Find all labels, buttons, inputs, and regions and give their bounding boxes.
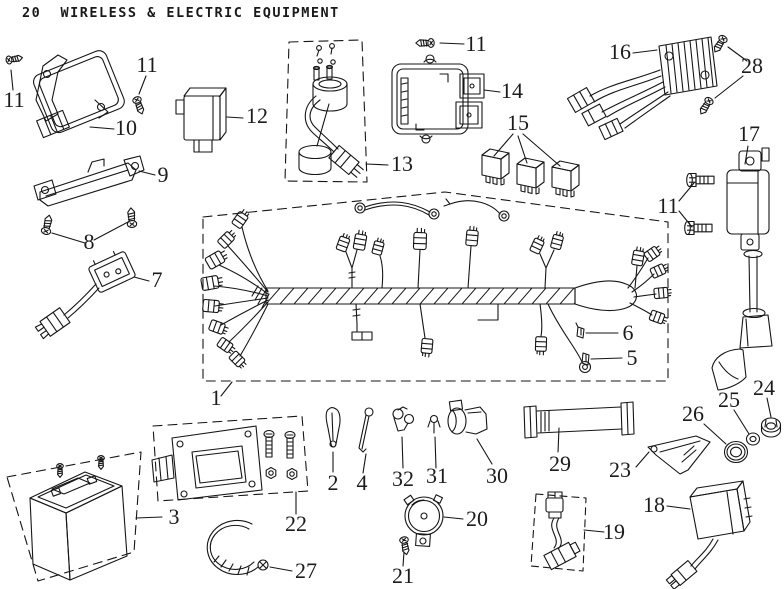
part-25-washer: 25 bbox=[718, 387, 760, 445]
part-label-5: 5 bbox=[627, 345, 638, 370]
part-4-pin: 4 bbox=[357, 408, 374, 495]
part-6-clip: 6 bbox=[576, 320, 634, 345]
part-label-13: 13 bbox=[391, 151, 413, 176]
part-15-relays: 15 bbox=[481, 110, 580, 198]
part-24-nut: 24 bbox=[753, 375, 781, 437]
part-28-screws: 28 bbox=[696, 33, 763, 117]
part-label-30: 30 bbox=[486, 463, 508, 488]
part-label-14: 14 bbox=[501, 78, 523, 103]
part-label-3: 3 bbox=[169, 504, 180, 529]
part-19-sensor-assembly: 19 bbox=[531, 492, 625, 571]
part-label-8: 8 bbox=[84, 229, 95, 254]
part-label-11a: 11 bbox=[3, 87, 24, 112]
part-14-ecu: 14 bbox=[392, 55, 523, 143]
part-17-ignition-coil: 17 bbox=[712, 121, 772, 390]
part-10-cdi-unit: 10 bbox=[31, 48, 137, 140]
part-label-32: 32 bbox=[392, 466, 414, 491]
part-label-31: 31 bbox=[426, 463, 448, 488]
part-2-pin: 2 bbox=[326, 408, 340, 495]
part-13-ignition-switch: 13 bbox=[285, 40, 413, 182]
part-label-10: 10 bbox=[115, 115, 137, 140]
part-label-28: 28 bbox=[741, 53, 763, 78]
part-label-4: 4 bbox=[357, 470, 368, 495]
part-label-26: 26 bbox=[682, 401, 704, 426]
part-label-11c: 11 bbox=[465, 31, 486, 56]
part-21-screw: 21 bbox=[392, 535, 414, 588]
part-20-horn: 20 bbox=[404, 495, 488, 547]
part-31-clip: 31 bbox=[426, 416, 448, 488]
part-26-grommet: 26 bbox=[682, 401, 748, 463]
part-label-18: 18 bbox=[643, 492, 665, 517]
part-11-screw-b: 11 bbox=[131, 52, 158, 116]
part-1-wiring-harness: 1 bbox=[200, 192, 673, 410]
part-16-rectifier: 16 bbox=[567, 37, 717, 140]
part-label-17: 17 bbox=[738, 121, 760, 146]
part-11-bolts-d: 11 bbox=[657, 172, 715, 236]
part-label-21: 21 bbox=[392, 563, 414, 588]
part-32-clamp: 32 bbox=[392, 407, 414, 491]
part-27-clamp-band: 27 bbox=[207, 521, 317, 583]
part-11-screw-a: 11 bbox=[3, 53, 25, 112]
page-title: 20 WIRELESS & ELECTRIC EQUIPMENT bbox=[22, 5, 340, 21]
part-9-bracket: 9 bbox=[34, 156, 169, 206]
part-label-7: 7 bbox=[152, 267, 163, 292]
part-label-12: 12 bbox=[246, 103, 268, 128]
part-label-15: 15 bbox=[507, 110, 529, 135]
part-23-bracket: 23 bbox=[609, 436, 710, 482]
part-22-controller-kit: 22 bbox=[152, 416, 308, 536]
part-12-relay-box: 12 bbox=[176, 88, 268, 152]
part-8-screws: 8 bbox=[40, 207, 138, 254]
part-7-switch-connector: 7 bbox=[34, 247, 163, 340]
part-label-1: 1 bbox=[211, 385, 222, 410]
part-label-11b: 11 bbox=[136, 52, 157, 77]
part-label-24: 24 bbox=[753, 375, 775, 400]
part-label-27: 27 bbox=[295, 558, 317, 583]
part-label-6: 6 bbox=[623, 320, 634, 345]
part-label-29: 29 bbox=[549, 451, 571, 476]
part-11-screw-c: 11 bbox=[415, 31, 487, 56]
part-label-22: 22 bbox=[285, 511, 307, 536]
part-5-clip: 5 bbox=[582, 345, 638, 370]
part-29-fuse-tube: 29 bbox=[524, 402, 634, 476]
part-3-battery: 3 bbox=[7, 452, 180, 581]
part-label-2: 2 bbox=[328, 470, 339, 495]
part-label-19: 19 bbox=[603, 519, 625, 544]
part-label-20: 20 bbox=[466, 506, 488, 531]
part-label-9: 9 bbox=[158, 162, 169, 187]
part-label-11d: 11 bbox=[657, 193, 678, 218]
part-label-25: 25 bbox=[718, 387, 740, 412]
part-18-unit: 18 bbox=[643, 481, 752, 589]
part-label-16: 16 bbox=[609, 39, 631, 64]
part-30-flasher: 30 bbox=[448, 400, 508, 488]
part-label-23: 23 bbox=[609, 457, 631, 482]
